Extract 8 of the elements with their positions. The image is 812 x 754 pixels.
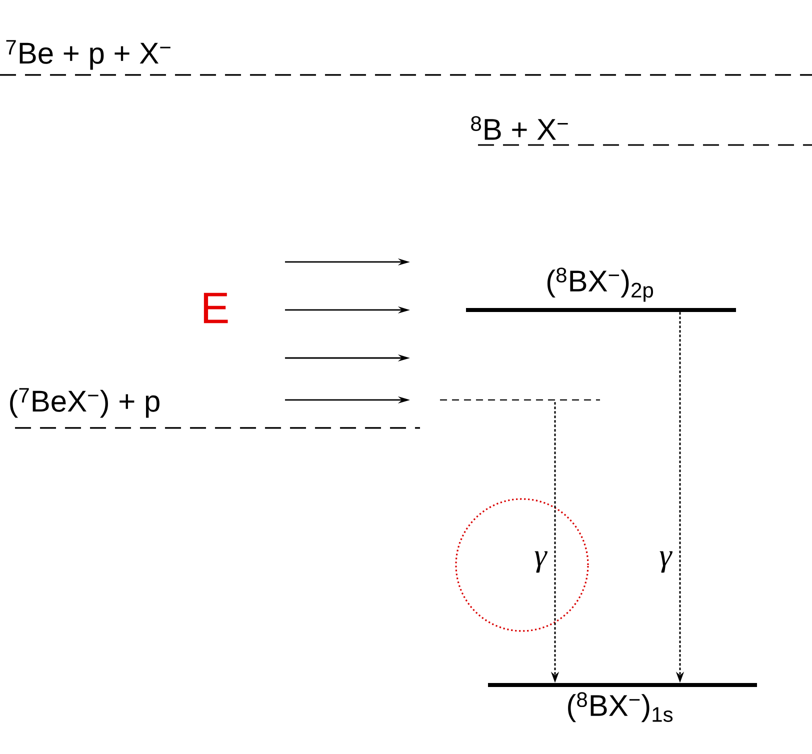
level-label: ($^{7}$BeX$^{−}$) + p bbox=[10, 388, 160, 418]
edge-label: γ bbox=[534, 551, 548, 573]
level-label: $^{8}$B + X$^{−}$ bbox=[471, 116, 568, 140]
level-label: ($^{8}$BX$^{−}$)$_{2p}$ bbox=[547, 268, 653, 302]
level-label: ($^{8}$BX$^{−}$)$_{1s}$ bbox=[568, 692, 673, 722]
level-label: $^{7}$Be + p + X$^{−}$ bbox=[6, 40, 170, 70]
edge-label: γ bbox=[660, 551, 672, 573]
energy-symbol: E bbox=[204, 292, 228, 324]
